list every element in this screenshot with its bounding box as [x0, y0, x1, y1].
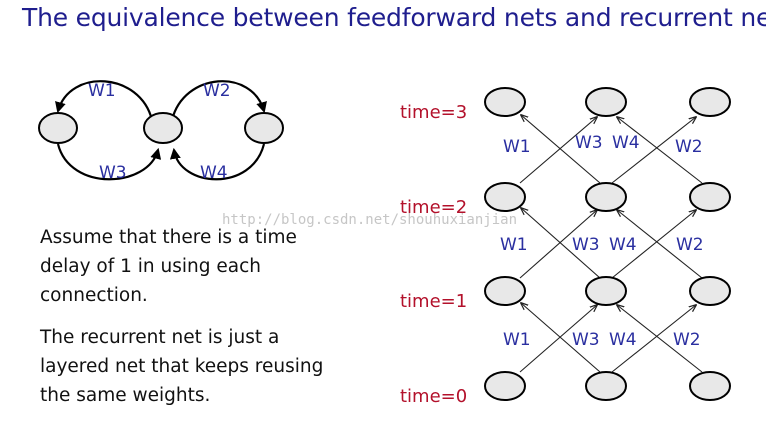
recurrent-label-w4: W4 [200, 163, 228, 183]
unrolled-edge-w1 [521, 208, 601, 279]
unrolled-edge-w2 [611, 210, 696, 279]
unrolled-node [585, 371, 627, 401]
recurrent-node-left [38, 112, 78, 144]
text-line: layered net that keeps reusing [40, 356, 324, 377]
unrolled-node [689, 182, 731, 212]
recurrent-label-w1: W1 [88, 81, 116, 101]
recurrent-node-right [244, 112, 284, 144]
unrolled-edge-w3 [519, 210, 597, 279]
recurrent-edge-w2 [170, 80, 267, 121]
text-paragraph-1: Assume that there is a time delay of 1 i… [40, 223, 297, 310]
unrolled-edge-w2 [611, 117, 696, 184]
recurrent-edge-w1 [55, 80, 154, 121]
time-label-0: time=0 [400, 386, 467, 407]
unrolled-label-w4: W4 [612, 133, 640, 153]
unrolled-edge-w4 [617, 305, 703, 373]
unrolled-label-w3: W3 [572, 235, 600, 255]
page-title: The equivalence between feedforward nets… [22, 3, 766, 32]
text-line: Assume that there is a time [40, 227, 297, 248]
text-line: delay of 1 in using each [40, 256, 262, 277]
unrolled-label-w1: W1 [503, 137, 531, 157]
unrolled-edge-w1 [521, 303, 601, 373]
recurrent-edge-w3 [56, 143, 162, 181]
time-label-1: time=1 [400, 291, 467, 312]
unrolled-label-w1: W1 [500, 235, 528, 255]
time-label-2: time=2 [400, 197, 467, 218]
unrolled-label-w2: W2 [676, 235, 704, 255]
unrolled-label-w2: W2 [673, 330, 701, 350]
text-line: the same weights. [40, 385, 211, 406]
recurrent-label-w2: W2 [203, 81, 231, 101]
text-paragraph-2: The recurrent net is just a layered net … [40, 323, 323, 410]
unrolled-label-w2: W2 [675, 137, 703, 157]
unrolled-edge-w2 [611, 305, 696, 373]
unrolled-label-w4: W4 [609, 235, 637, 255]
unrolled-node [484, 371, 526, 401]
unrolled-node [484, 182, 526, 212]
unrolled-label-w3: W3 [575, 133, 603, 153]
unrolled-edge-w4 [617, 210, 703, 279]
unrolled-edge-w3 [519, 117, 597, 184]
time-label-3: time=3 [400, 102, 467, 123]
unrolled-edge-w4 [617, 117, 703, 184]
unrolled-node [484, 276, 526, 306]
recurrent-node-middle [143, 112, 183, 144]
text-line: The recurrent net is just a [40, 327, 280, 348]
unrolled-node [689, 371, 731, 401]
unrolled-node [585, 87, 627, 117]
recurrent-edge-w4 [169, 143, 266, 181]
recurrent-net: W1 W2 W3 W4 [38, 80, 284, 183]
unrolled-node [689, 87, 731, 117]
unrolled-edge-w3 [519, 305, 597, 373]
unrolled-node [585, 182, 627, 212]
recurrent-label-w3: W3 [99, 163, 127, 183]
unrolled-node [689, 276, 731, 306]
watermark: http://blog.csdn.net/shouhuxianjian [222, 212, 518, 228]
unrolled-label-w3: W3 [572, 330, 600, 350]
text-line: connection. [40, 285, 148, 306]
unrolled-node [585, 276, 627, 306]
unrolled-net: time=3 time=2 time=1 time=0 W1 W3 W4 W2 … [400, 87, 731, 407]
unrolled-label-w1: W1 [503, 330, 531, 350]
unrolled-node [484, 87, 526, 117]
unrolled-label-w4: W4 [609, 330, 637, 350]
